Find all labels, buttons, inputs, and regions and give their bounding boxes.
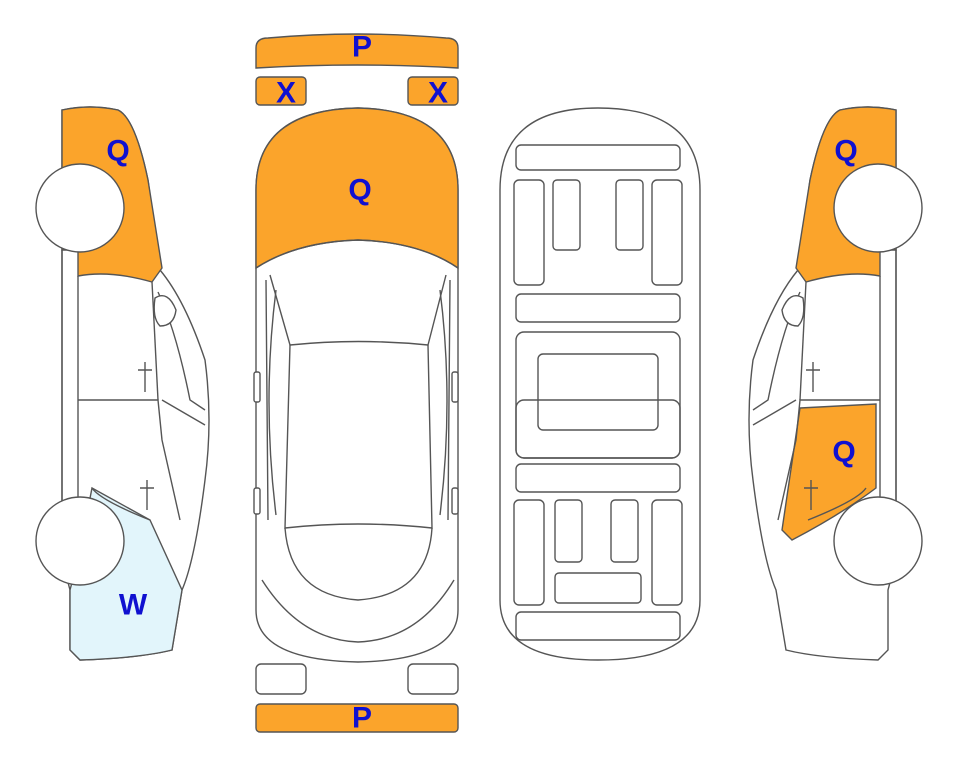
- left-headlight-panel[interactable]: [255, 76, 307, 106]
- right-rear-wheel: [833, 496, 923, 586]
- rear-bumper-panel[interactable]: [255, 703, 459, 733]
- left-rear-quarter-label: W: [119, 589, 148, 622]
- right-front-fender-label: Q: [834, 135, 857, 168]
- front-bumper-panel[interactable]: [255, 33, 459, 69]
- car-underbody-icon: [499, 107, 701, 661]
- right-front-wheel: [833, 163, 923, 253]
- right-headlight-panel[interactable]: [407, 76, 459, 106]
- right-rear-door-panel[interactable]: [781, 403, 877, 541]
- hood-label: Q: [348, 174, 371, 207]
- car-right-side-icon: Q Q: [748, 106, 923, 661]
- car-left-side-icon: Q W: [35, 106, 210, 661]
- right-headlight-label: X: [428, 77, 448, 110]
- left-front-wheel: [35, 163, 125, 253]
- left-rear-wheel: [35, 496, 125, 586]
- left-taillight[interactable]: [255, 663, 307, 695]
- rear-bumper-label: P: [352, 702, 372, 735]
- front-bumper-label: P: [352, 31, 372, 64]
- right-rear-door-label: Q: [832, 436, 855, 469]
- left-headlight-label: X: [276, 77, 296, 110]
- left-front-fender-label: Q: [106, 135, 129, 168]
- car-top-view-icon: P X X Q P: [253, 31, 459, 735]
- right-taillight[interactable]: [407, 663, 459, 695]
